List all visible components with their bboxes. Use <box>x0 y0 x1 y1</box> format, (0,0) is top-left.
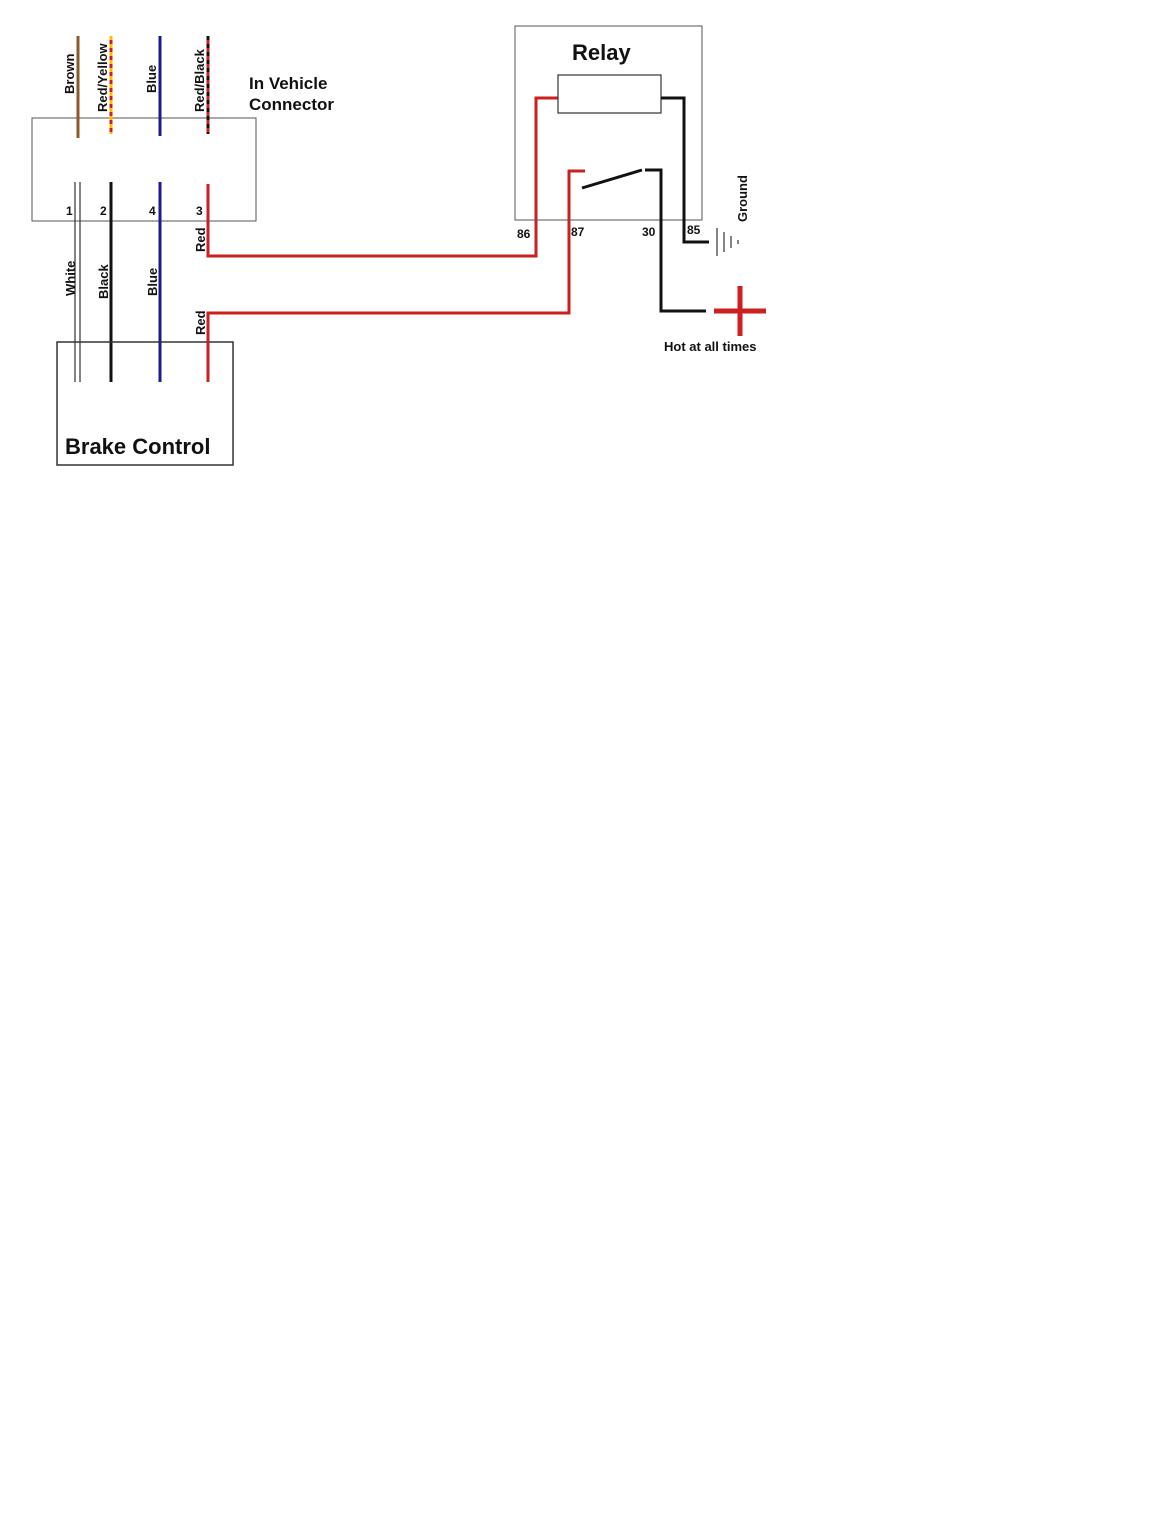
relay-pin-85: 85 <box>687 223 701 237</box>
vehicle-connector-box <box>31 117 257 222</box>
plus-icon <box>714 286 766 336</box>
wire-red-brake-to-87 <box>206 169 585 382</box>
label-blue-bottom: Blue <box>145 268 160 296</box>
relay-title: Relay <box>572 40 631 65</box>
label-black: Black <box>96 264 111 299</box>
connector-title-line1: In Vehicle <box>249 74 327 93</box>
label-red-yellow: Red/Yellow <box>95 42 110 112</box>
label-red-black: Red/Black <box>192 48 207 112</box>
wire-red-pin3-to-86 <box>206 96 558 258</box>
pin-1: 1 <box>66 204 73 218</box>
ground-icon <box>716 228 739 256</box>
label-red-brake: Red <box>193 310 208 335</box>
brake-control-box <box>56 341 234 466</box>
relay-box <box>514 25 703 221</box>
brake-control-title: Brake Control <box>65 434 210 459</box>
label-blue-top: Blue <box>144 65 159 93</box>
relay-pin-86: 86 <box>517 227 531 241</box>
relay-pin-30: 30 <box>642 225 656 239</box>
pin-3: 3 <box>196 204 203 218</box>
ground-label: Ground <box>735 175 750 222</box>
relay-pin-87: 87 <box>571 225 585 239</box>
wire-30-to-hot <box>645 168 706 313</box>
label-brown: Brown <box>62 54 77 95</box>
label-red-pin3: Red <box>193 227 208 252</box>
hot-label: Hot at all times <box>664 339 756 354</box>
wire-coil-to-85 <box>661 96 709 244</box>
connector-title-line2: Connector <box>249 95 334 114</box>
label-white: White <box>63 261 78 296</box>
relay-coil <box>557 74 662 114</box>
relay-switch-contact <box>581 168 643 190</box>
pin-2: 2 <box>100 204 107 218</box>
pin-4: 4 <box>149 204 156 218</box>
